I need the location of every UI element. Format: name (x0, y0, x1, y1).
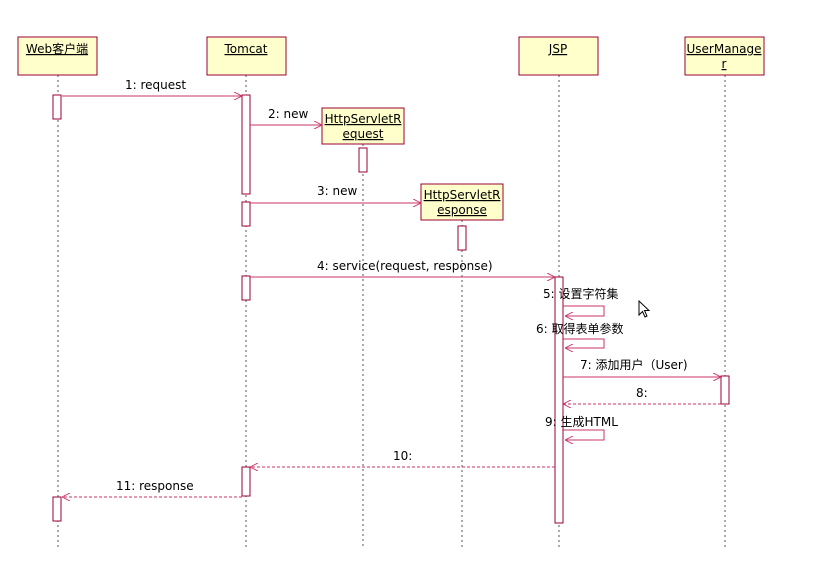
message-10-label: 10: (393, 449, 412, 463)
message-8[interactable]: 8: (563, 386, 721, 404)
object-http-response[interactable]: HttpServletR esponse (420, 183, 504, 221)
message-6[interactable]: 6: 取得表单参数 (536, 321, 624, 348)
object-tomcat[interactable]: Tomcat (206, 36, 287, 76)
message-8-label: 8: (636, 386, 648, 400)
message-5-label: 5: 设置字符集 (543, 286, 619, 301)
message-6-label: 6: 取得表单参数 (536, 321, 624, 336)
message-11-label: 11: response (116, 479, 194, 493)
message-11[interactable]: 11: response (62, 479, 242, 497)
activation-web-client-1 (52, 94, 62, 120)
object-http-request[interactable]: HttpServletR equest (321, 107, 405, 145)
message-4[interactable]: 4: service(request, response) (250, 259, 555, 277)
object-http-request-label-line1: HttpServletR (325, 112, 402, 126)
object-http-response-label-line1: HttpServletR (424, 188, 501, 202)
object-tomcat-label: Tomcat (224, 42, 268, 56)
message-2-label: 2: new (268, 107, 308, 121)
message-2[interactable]: 2: new (250, 107, 322, 125)
message-9-label: 9: 生成HTML (545, 415, 618, 429)
activation-web-client-2 (52, 496, 62, 522)
object-user-manager[interactable]: UserManage r (684, 36, 765, 76)
object-web-client-label: Web客户端 (26, 41, 88, 56)
object-jsp[interactable]: JSP (518, 36, 599, 76)
message-3[interactable]: 3: new (250, 184, 421, 203)
message-4-label: 4: service(request, response) (317, 259, 493, 273)
message-1-label: 1: request (125, 78, 186, 92)
activation-http-response (457, 225, 467, 251)
message-5[interactable]: 5: 设置字符集 (543, 286, 619, 316)
message-9[interactable]: 9: 生成HTML (545, 415, 618, 440)
object-user-manager-label-line1: UserManage (686, 42, 761, 56)
activation-tomcat-1 (241, 94, 251, 195)
message-10[interactable]: 10: (250, 449, 555, 467)
message-7-label: 7: 添加用户（User) (580, 357, 688, 372)
object-http-request-label-line2: equest (343, 127, 384, 141)
activation-tomcat-3 (241, 275, 251, 301)
message-1[interactable]: 1: request (62, 78, 242, 96)
activation-tomcat-2 (241, 201, 251, 227)
object-http-response-label-line2: esponse (437, 203, 487, 217)
object-web-client[interactable]: Web客户端 (17, 36, 98, 76)
activation-user-manager (720, 375, 730, 405)
message-3-label: 3: new (317, 184, 357, 198)
object-jsp-label: JSP (548, 42, 567, 56)
activation-jsp (554, 276, 564, 524)
activation-http-request (358, 147, 368, 173)
message-7[interactable]: 7: 添加用户（User) (563, 357, 721, 377)
object-user-manager-label-line2: r (722, 57, 727, 71)
activation-tomcat-4 (241, 466, 251, 497)
mouse-pointer-icon (638, 299, 651, 318)
